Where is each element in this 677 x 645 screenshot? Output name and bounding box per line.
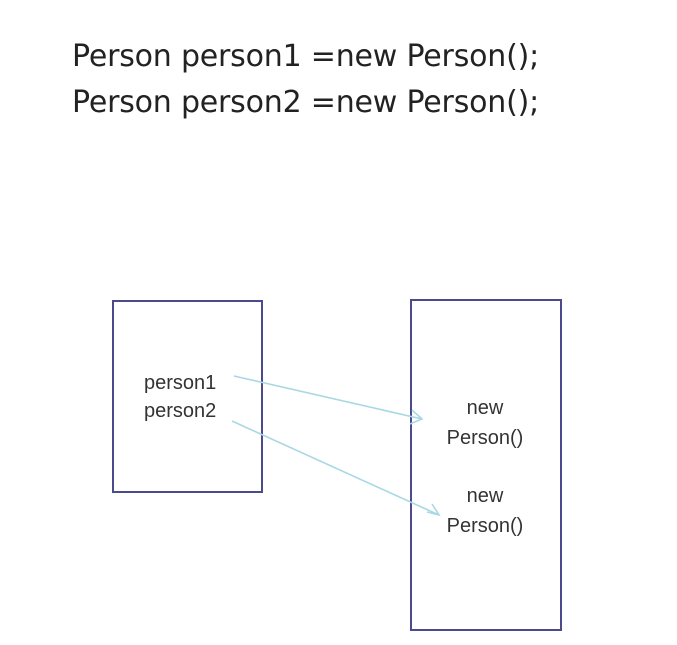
- heap-box: [410, 299, 562, 631]
- arrow-person2-to-object2: [231, 420, 441, 517]
- code-snippet: Person person1 =new Person(); Person per…: [72, 34, 652, 126]
- object-1-keyword: new: [466, 397, 504, 419]
- code-line-2: Person person2 =new Person();: [72, 85, 540, 120]
- code-line-1: Person person1 =new Person();: [72, 39, 540, 74]
- object-2-type: Person(): [446, 515, 524, 537]
- variable-person2: person2: [144, 400, 217, 422]
- object-2-keyword: new: [466, 485, 504, 507]
- stack-box: [112, 300, 263, 493]
- variable-person1: person1: [144, 372, 217, 394]
- object-1-type: Person(): [446, 427, 524, 449]
